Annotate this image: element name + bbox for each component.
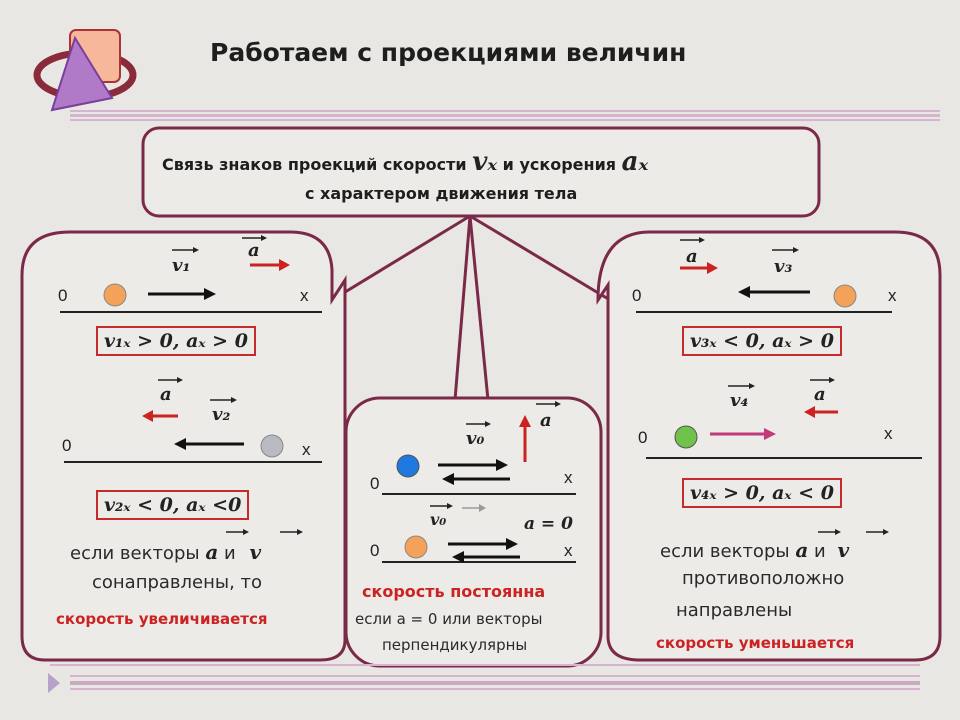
relation-case-1: v₁ₓ > 0, aₓ > 0 [96,326,256,356]
vx-symbol: vₓ [472,147,498,177]
a4-label: a [814,384,826,405]
origin-label-2: 0 [62,436,72,455]
left-note-line-1: если векторы a и v [70,540,261,564]
v3-label: v₃ [774,256,793,277]
page-title: Работаем с проекциями величин [210,38,687,67]
v2-label: v₂ [212,404,231,425]
origin-label-3: 0 [632,286,642,305]
left-note-and: и [224,543,236,564]
right-note-line-2: противоположно [682,568,845,589]
x-axis-label-mid-1: x [564,468,573,487]
logo-icon [33,29,137,112]
a-mid-label: a [540,410,552,431]
x-axis-label-1: x [300,286,309,305]
right-conclusion: скорость уменьшается [656,634,855,652]
origin-label-mid-2: 0 [370,541,380,560]
v0-label-2: v₀ [430,510,447,529]
ball-green-icon [674,425,698,449]
header-box [141,126,821,218]
ax-symbol: aₓ [621,147,649,177]
left-note-line-2: сонаправлены, то [92,572,263,593]
ball-blue-icon [396,454,420,478]
x-axis-label-mid-2: x [564,541,573,560]
ball-gray-icon [260,434,284,458]
origin-label-4: 0 [638,428,648,447]
ball-orange-icon-2 [404,535,428,559]
v4-label: v₄ [730,390,749,411]
x-axis-label-4: x [884,424,893,443]
left-note-text: если векторы [70,543,200,564]
x-axis-label-2: x [302,440,311,459]
header-text-b: и ускорения [502,155,617,174]
right-note-line-3: направлены [676,600,793,621]
origin-label-mid-1: 0 [370,474,380,493]
header-line-1: Связь знаков проекций скорости vₓ и уско… [162,147,648,177]
origin-label-1: 0 [58,286,68,305]
middle-conclusion: скорость постоянна [362,582,546,601]
a-zero-label: a = 0 [524,514,573,534]
left-conclusion: скорость увеличивается [56,610,268,628]
relation-case-4: v₄ₓ > 0, aₓ < 0 [682,478,842,508]
middle-note-line-2: перпендикулярны [382,636,528,654]
relation-case-3: v₃ₓ < 0, aₓ > 0 [682,326,842,356]
right-note-a: a [795,538,809,562]
x-axis-label-3: x [888,286,897,305]
header-line-2: с характером движения тела [305,184,578,203]
v1-label: v₁ [172,255,191,276]
v0-label-1: v₀ [466,428,485,449]
play-arrow-icon [48,673,60,693]
ball-orange-icon-3 [833,284,857,308]
left-note-a: a [205,540,219,564]
a3-label: a [686,246,698,267]
ball-orange-icon [103,283,127,307]
a1-label: a [248,240,260,261]
header-text-a: Связь знаков проекций скорости [162,155,467,174]
right-note-line-1: если векторы a и v [660,538,849,562]
a2-label: a [160,384,172,405]
middle-note-line-1: если a = 0 или векторы [355,610,543,628]
relation-case-2: v₂ₓ < 0, aₓ <0 [96,490,250,520]
left-note-v: v [249,540,262,564]
right-note-and: и [814,541,826,562]
right-note-v: v [837,538,850,562]
right-note-text: если векторы [660,541,790,562]
